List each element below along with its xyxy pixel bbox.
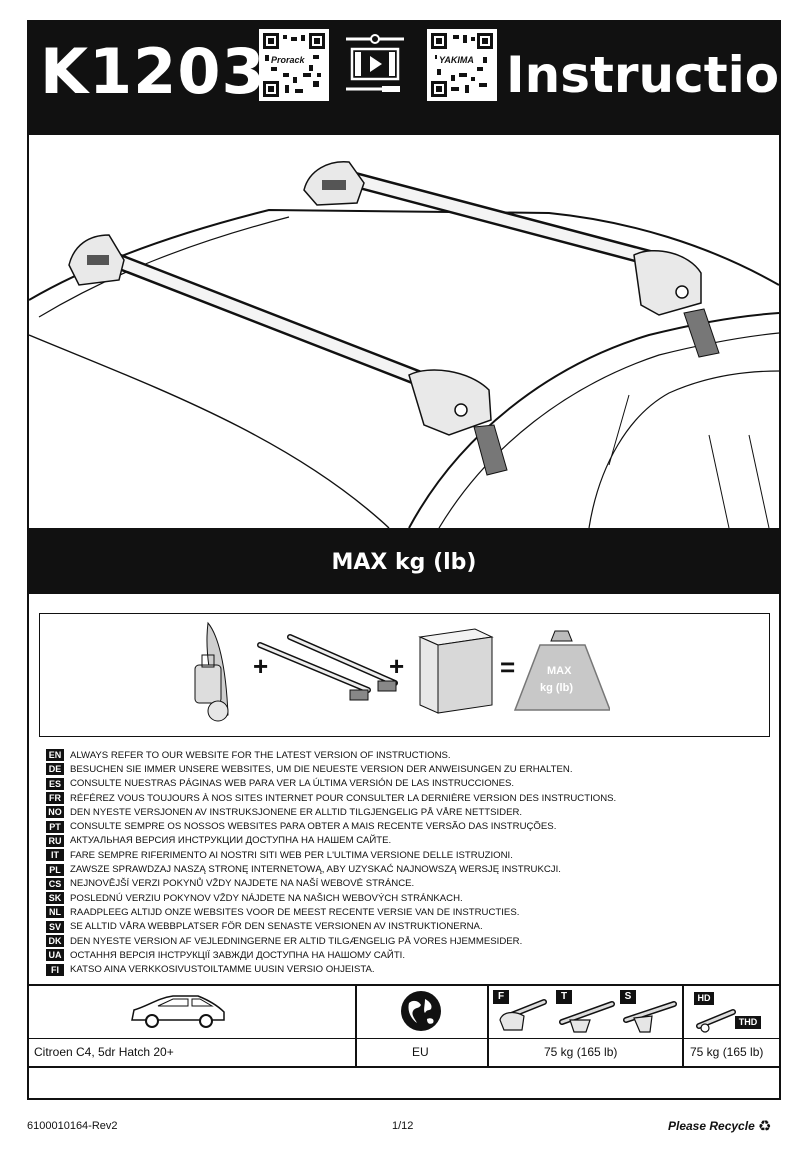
document-id: 6100010164-Rev2 (27, 1120, 118, 1132)
foot-type-f-badge: F (493, 990, 509, 1004)
language-row: CS NEJNOVĚJŠÍ VERZI POKYNŮ VŽDY NAJDETE N… (46, 877, 616, 891)
language-code: DE (46, 763, 64, 776)
prorack-logo: Prorack (269, 55, 307, 65)
equals-sign: = (500, 652, 516, 682)
max-load-value: 75 kg (165 lb) (544, 1045, 618, 1059)
language-row: RU АКТУАЛЬНАЯ ВЕРСИЯ ИНСТРУКЦИИ ДОСТУПНА … (46, 834, 616, 848)
language-code: FI (46, 963, 64, 976)
language-text: RÉFÉREZ VOUS TOUJOURS À NOS SITES INTERN… (70, 792, 617, 804)
language-row: DE BESUCHEN SIE IMMER UNSERE WEBSITES, UM… (46, 762, 616, 776)
language-row: IT FARE SEMPRE RIFERIMENTO AI NOSTRI SITI… (46, 848, 616, 862)
table-column-divider (355, 984, 357, 1068)
heavy-duty-badge: HD (694, 992, 714, 1005)
language-text: POSLEDNÚ VERZIU POKYNOV VŽDY NÁJDETE NA … (70, 892, 463, 904)
foot-type-t-badge: T (556, 990, 572, 1004)
weight-label-unit: kg (lb) (540, 682, 573, 694)
roof-bars-icon (257, 634, 398, 701)
language-row: FI KATSO AINA VERKKOSIVUSTOILTAMME UUSIN … (46, 962, 616, 976)
max-load-label: MAX kg (lb) (331, 550, 477, 575)
language-code: NO (46, 806, 64, 819)
language-text: ZAWSZE SPRAWDZAJ NASZĄ STRONĘ INTERNETOW… (70, 864, 561, 876)
language-code: SV (46, 920, 64, 933)
language-row: SK POSLEDNÚ VERZIU POKYNOV VŽDY NÁJDETE N… (46, 891, 616, 905)
language-text: DEN NYESTE VERSJONEN AV INSTRUKSJONENE E… (70, 806, 523, 818)
language-code: CS (46, 877, 64, 890)
luggage-icon (194, 621, 229, 722)
weight-label-max: MAX (547, 665, 572, 677)
language-text: FARE SEMPRE RIFERIMENTO AI NOSTRI SITI W… (70, 849, 513, 861)
language-row: UA ОСТАННЯ ВЕРСІЯ ІНСТРУКЦІЇ ЗАВЖДИ ДОСТУ… (46, 948, 616, 962)
qr-code-prorack[interactable]: Prorack (259, 29, 329, 101)
language-code: SK (46, 892, 64, 905)
language-code: PL (46, 863, 64, 876)
car-icon (131, 995, 225, 1028)
language-text: BESUCHEN SIE IMMER UNSERE WEBSITES, UM D… (70, 763, 573, 775)
language-code: EN (46, 749, 64, 762)
language-text: KATSO AINA VERKKOSIVUSTOILTAMME UUSIN VE… (70, 964, 375, 976)
language-text: DEN NYESTE VERSION AF VEJLEDNINGERNE ER … (70, 935, 523, 947)
qr-code-yakima[interactable]: YAKIMA (427, 29, 497, 101)
roof-rack-illustration (29, 135, 779, 528)
bar-profile-icons (499, 999, 677, 1033)
region-value: EU (412, 1045, 429, 1059)
page-number: 1/12 (392, 1120, 414, 1132)
language-row: EN ALWAYS REFER TO OUR WEBSITE FOR THE LA… (46, 748, 616, 762)
language-row: DK DEN NYESTE VERSION AF VEJLEDNINGERNE E… (46, 934, 616, 948)
language-code: IT (46, 849, 64, 862)
language-code: PT (46, 820, 64, 833)
language-text: NEJNOVĚJŠÍ VERZI POKYNŮ VŽDY NAJDETE NA … (70, 878, 415, 890)
plus-sign-2: + (389, 651, 405, 681)
fitting-kit-box-icon (418, 628, 494, 714)
language-code: FR (46, 792, 64, 805)
language-row: PL ZAWSZE SPRAWDZAJ NASZĄ STRONĘ INTERNET… (46, 862, 616, 876)
recycle-icon: ♻ (758, 1118, 772, 1135)
max-load-band (27, 528, 781, 594)
language-notice-list: EN ALWAYS REFER TO OUR WEBSITE FOR THE LA… (46, 748, 616, 977)
table-divider (27, 1038, 781, 1039)
video-icon[interactable] (342, 33, 408, 95)
language-code: RU (46, 834, 64, 847)
language-row: NO DEN NYESTE VERSJONEN AV INSTRUKSJONENE… (46, 805, 616, 819)
fitment-table (27, 984, 781, 1068)
language-text: SE ALLTID VÅRA WEBBPLATSER FÖR DEN SENAS… (70, 921, 483, 933)
language-text: RAADPLEEG ALTIJD ONZE WEBSITES VOOR DE M… (70, 906, 520, 918)
through-bar-icon (559, 1001, 615, 1033)
load-equation-graphic (194, 621, 610, 722)
load-equation-box (39, 613, 770, 737)
language-row: PT CONSULTE SEMPRE OS NOSSOS WEBSITES PAR… (46, 819, 616, 833)
language-text: CONSULTE SEMPRE OS NOSSOS WEBSITES PARA … (70, 821, 557, 833)
table-column-divider (682, 984, 684, 1068)
weight-icon (513, 630, 610, 711)
language-row: SV SE ALLTID VÅRA WEBBPLATSER FÖR DEN SEN… (46, 920, 616, 934)
product-code: K1203 (40, 35, 266, 108)
flush-bar-icon (499, 999, 547, 1031)
language-code: UA (46, 949, 64, 962)
language-row: NL RAADPLEEG ALTIJD ONZE WEBSITES VOOR DE… (46, 905, 616, 919)
recycle-note: Please Recycle (668, 1119, 755, 1133)
hd-bar-icon (696, 1009, 736, 1033)
foot-type-s-badge: S (620, 990, 636, 1004)
language-text: CONSULTE NUESTRAS PÁGINAS WEB PARA VER L… (70, 778, 515, 790)
globe-icon (401, 991, 441, 1031)
language-code: NL (46, 906, 64, 919)
plus-sign-1: + (253, 651, 269, 681)
thd-badge: THD (735, 1016, 761, 1029)
language-row: ES CONSULTE NUESTRAS PÁGINAS WEB PARA VER… (46, 777, 616, 791)
language-code: DK (46, 935, 64, 947)
language-row: FR RÉFÉREZ VOUS TOUJOURS À NOS SITES INTE… (46, 791, 616, 805)
language-code: ES (46, 777, 64, 790)
table-column-divider (487, 984, 489, 1068)
yakima-logo: YAKIMA (437, 55, 476, 65)
language-text: ОСТАННЯ ВЕРСІЯ ІНСТРУКЦІЇ ЗАВЖДИ ДОСТУПН… (70, 949, 406, 961)
language-text: АКТУАЛЬНАЯ ВЕРСИЯ ИНСТРУКЦИИ ДОСТУПНА НА… (70, 835, 392, 847)
max-load-hd-value: 75 kg (165 lb) (690, 1045, 764, 1059)
language-text: ALWAYS REFER TO OUR WEBSITE FOR THE LATE… (70, 749, 451, 761)
square-bar-icon (623, 1001, 677, 1033)
instructions-title: Instructions (506, 46, 808, 104)
vehicle-model: Citroen C4, 5dr Hatch 20+ (34, 1045, 174, 1059)
